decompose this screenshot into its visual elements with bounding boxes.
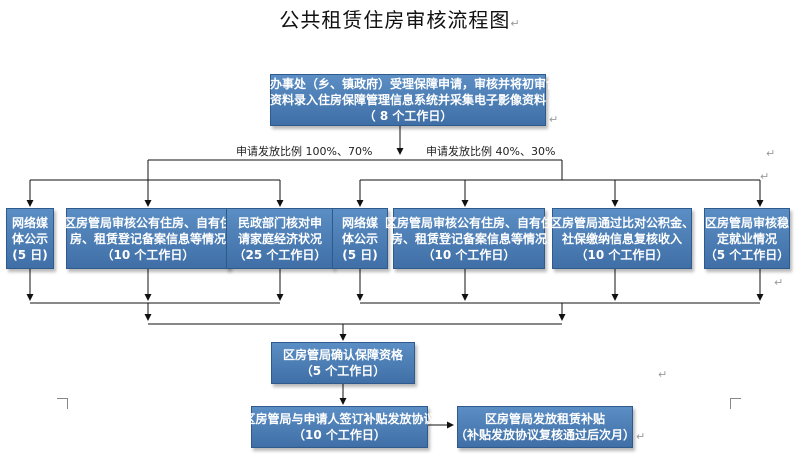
confirm-eligibility-box: 区房管局确认保障资格 （5 个工作日）: [271, 342, 415, 384]
paragraph-mark: ↵: [760, 170, 770, 183]
paragraph-mark: ↵: [510, 17, 521, 30]
left-media-publicity-box: 网络媒 体公示 (5 日): [6, 208, 54, 269]
right-media-publicity-box: 网络媒 体公示 (5 日): [332, 208, 388, 269]
right-housing-review-box: 区房管局审核公有住房、自有住 房、租赁登记备案信息等情况 （10 个工作日）: [385, 208, 553, 269]
accept-application-box: 街道办事处（乡、镇政府）受理保障申请，审核并将初审合格 资料录入住房保障管理信息…: [246, 74, 570, 126]
sign-agreement-box: 区房管局与申请人签订补贴发放协议 （10 个工作日）: [244, 406, 436, 448]
employment-review-box: 区房管局审核稳 定就业情况 （5 个工作日）: [704, 208, 790, 269]
income-recheck-box: 区房管局通过比对公积金、 社保缴纳信息复核收入 （10 个工作日）: [550, 208, 694, 269]
paragraph-mark: ↵: [636, 430, 646, 443]
branch-label-left: 申请发放比例 100%、70%: [236, 145, 373, 158]
paragraph-mark: ↵: [658, 368, 668, 381]
paragraph-mark: ↵: [766, 147, 776, 160]
paragraph-mark: ↵: [549, 113, 559, 126]
left-housing-review-box: 区房管局审核公有住房、自有住 房、租赁登记备案信息等情况 （10 个工作日）: [64, 208, 232, 269]
page-corner-mark: [730, 398, 741, 409]
civil-affairs-check-box: 民政部门核对申 请家庭经济状况 （25 个工作日）: [226, 208, 334, 269]
page-corner-mark: [57, 398, 68, 409]
paragraph-mark: ↵: [774, 276, 784, 289]
page-title: 公共租赁住房审核流程图↵: [279, 8, 521, 32]
branch-label-right: 申请发放比例 40%、30%: [426, 145, 556, 158]
issue-subsidy-box: 区房管局发放租赁补贴 （补贴发放协议复核通过后次月）: [455, 406, 635, 448]
